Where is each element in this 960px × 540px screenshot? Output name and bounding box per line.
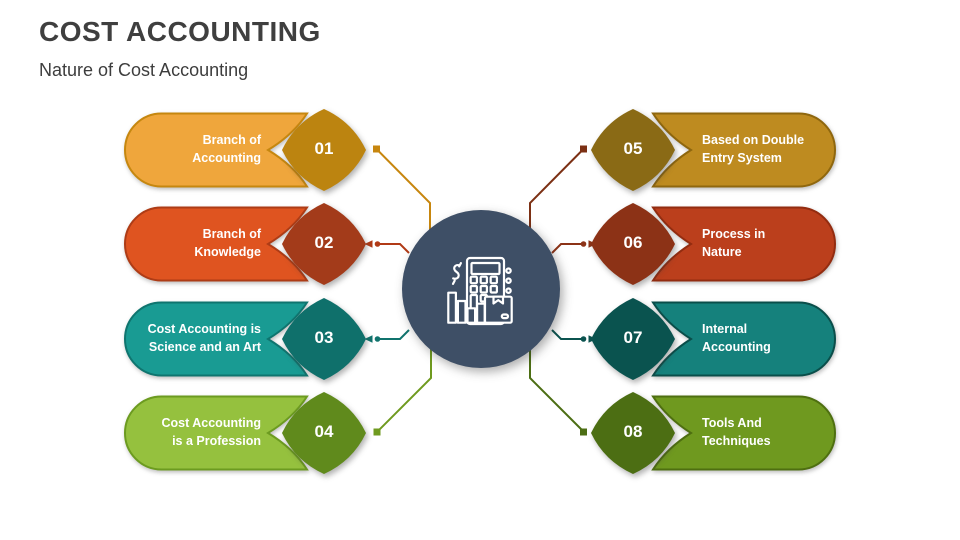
item-label: Cost Accounting is Science and an Art	[147, 322, 261, 354]
page-title: COST ACCOUNTING	[39, 16, 321, 47]
calculator-analytics-icon	[447, 256, 513, 326]
item-08: Tools And Techniques 08	[580, 383, 840, 483]
item-02: Branch of Knowledge 02	[120, 194, 380, 294]
item-label: Internal Accounting	[702, 322, 771, 354]
connector-05	[529, 145, 587, 240]
connector-arrowhead	[364, 240, 373, 248]
diamond-shape	[282, 392, 366, 474]
connector-endpoint-dot	[580, 336, 587, 342]
item-number: 05	[623, 139, 643, 158]
pill-shape	[124, 301, 309, 377]
item-01: Branch of Accounting 01	[120, 100, 380, 200]
item-number: 06	[623, 233, 643, 252]
pill-shape	[651, 395, 836, 471]
connector-endpoint-square	[580, 145, 587, 153]
item-number: 02	[314, 233, 334, 252]
item-number: 07	[623, 328, 643, 347]
diamond-shape	[282, 109, 366, 191]
diamond-shape	[282, 203, 366, 285]
item-04: Cost Accounting is a Profession 04	[120, 383, 380, 483]
item-number: 08	[623, 422, 643, 441]
diamond-shape	[591, 298, 675, 380]
item-number: 03	[314, 328, 334, 347]
pill-shape	[124, 112, 309, 188]
item-label: Branch of Knowledge	[194, 227, 261, 259]
item-07: Internal Accounting 07	[580, 289, 840, 389]
diamond-shape	[591, 203, 675, 285]
connector-01	[373, 145, 431, 240]
item-05: Based on Double Entry System 05	[580, 100, 840, 200]
item-06: Process in Nature 06	[580, 194, 840, 294]
connector-arrowhead	[364, 335, 373, 343]
pill-shape	[124, 206, 309, 282]
item-03: Cost Accounting is Science and an Art 03	[120, 289, 380, 389]
connector-03	[364, 329, 410, 343]
item-label: Branch of Accounting	[192, 133, 261, 165]
pill-shape	[651, 112, 836, 188]
diamond-shape	[591, 109, 675, 191]
pill-shape	[651, 206, 836, 282]
connector-endpoint-dot	[374, 241, 381, 247]
connector-endpoint-square	[373, 145, 380, 153]
pill-shape	[651, 301, 836, 377]
connector-08	[529, 348, 587, 436]
diamond-shape	[282, 298, 366, 380]
page-subtitle: Nature of Cost Accounting	[39, 60, 249, 80]
diamond-shape	[591, 392, 675, 474]
item-label: Based on Double Entry System	[702, 133, 805, 165]
connector-02	[364, 240, 410, 254]
item-number: 01	[314, 139, 334, 158]
connector-endpoint-dot	[580, 241, 587, 247]
connector-endpoint-square	[373, 428, 381, 436]
connector-endpoint-square	[580, 428, 587, 436]
item-label: Cost Accounting is a Profession	[161, 416, 261, 448]
item-label: Tools And Techniques	[702, 416, 771, 448]
connector-04	[373, 348, 432, 436]
connector-endpoint-dot	[374, 336, 381, 342]
pill-shape	[124, 395, 309, 471]
item-number: 04	[314, 422, 334, 441]
item-label: Process in Nature	[702, 227, 766, 259]
